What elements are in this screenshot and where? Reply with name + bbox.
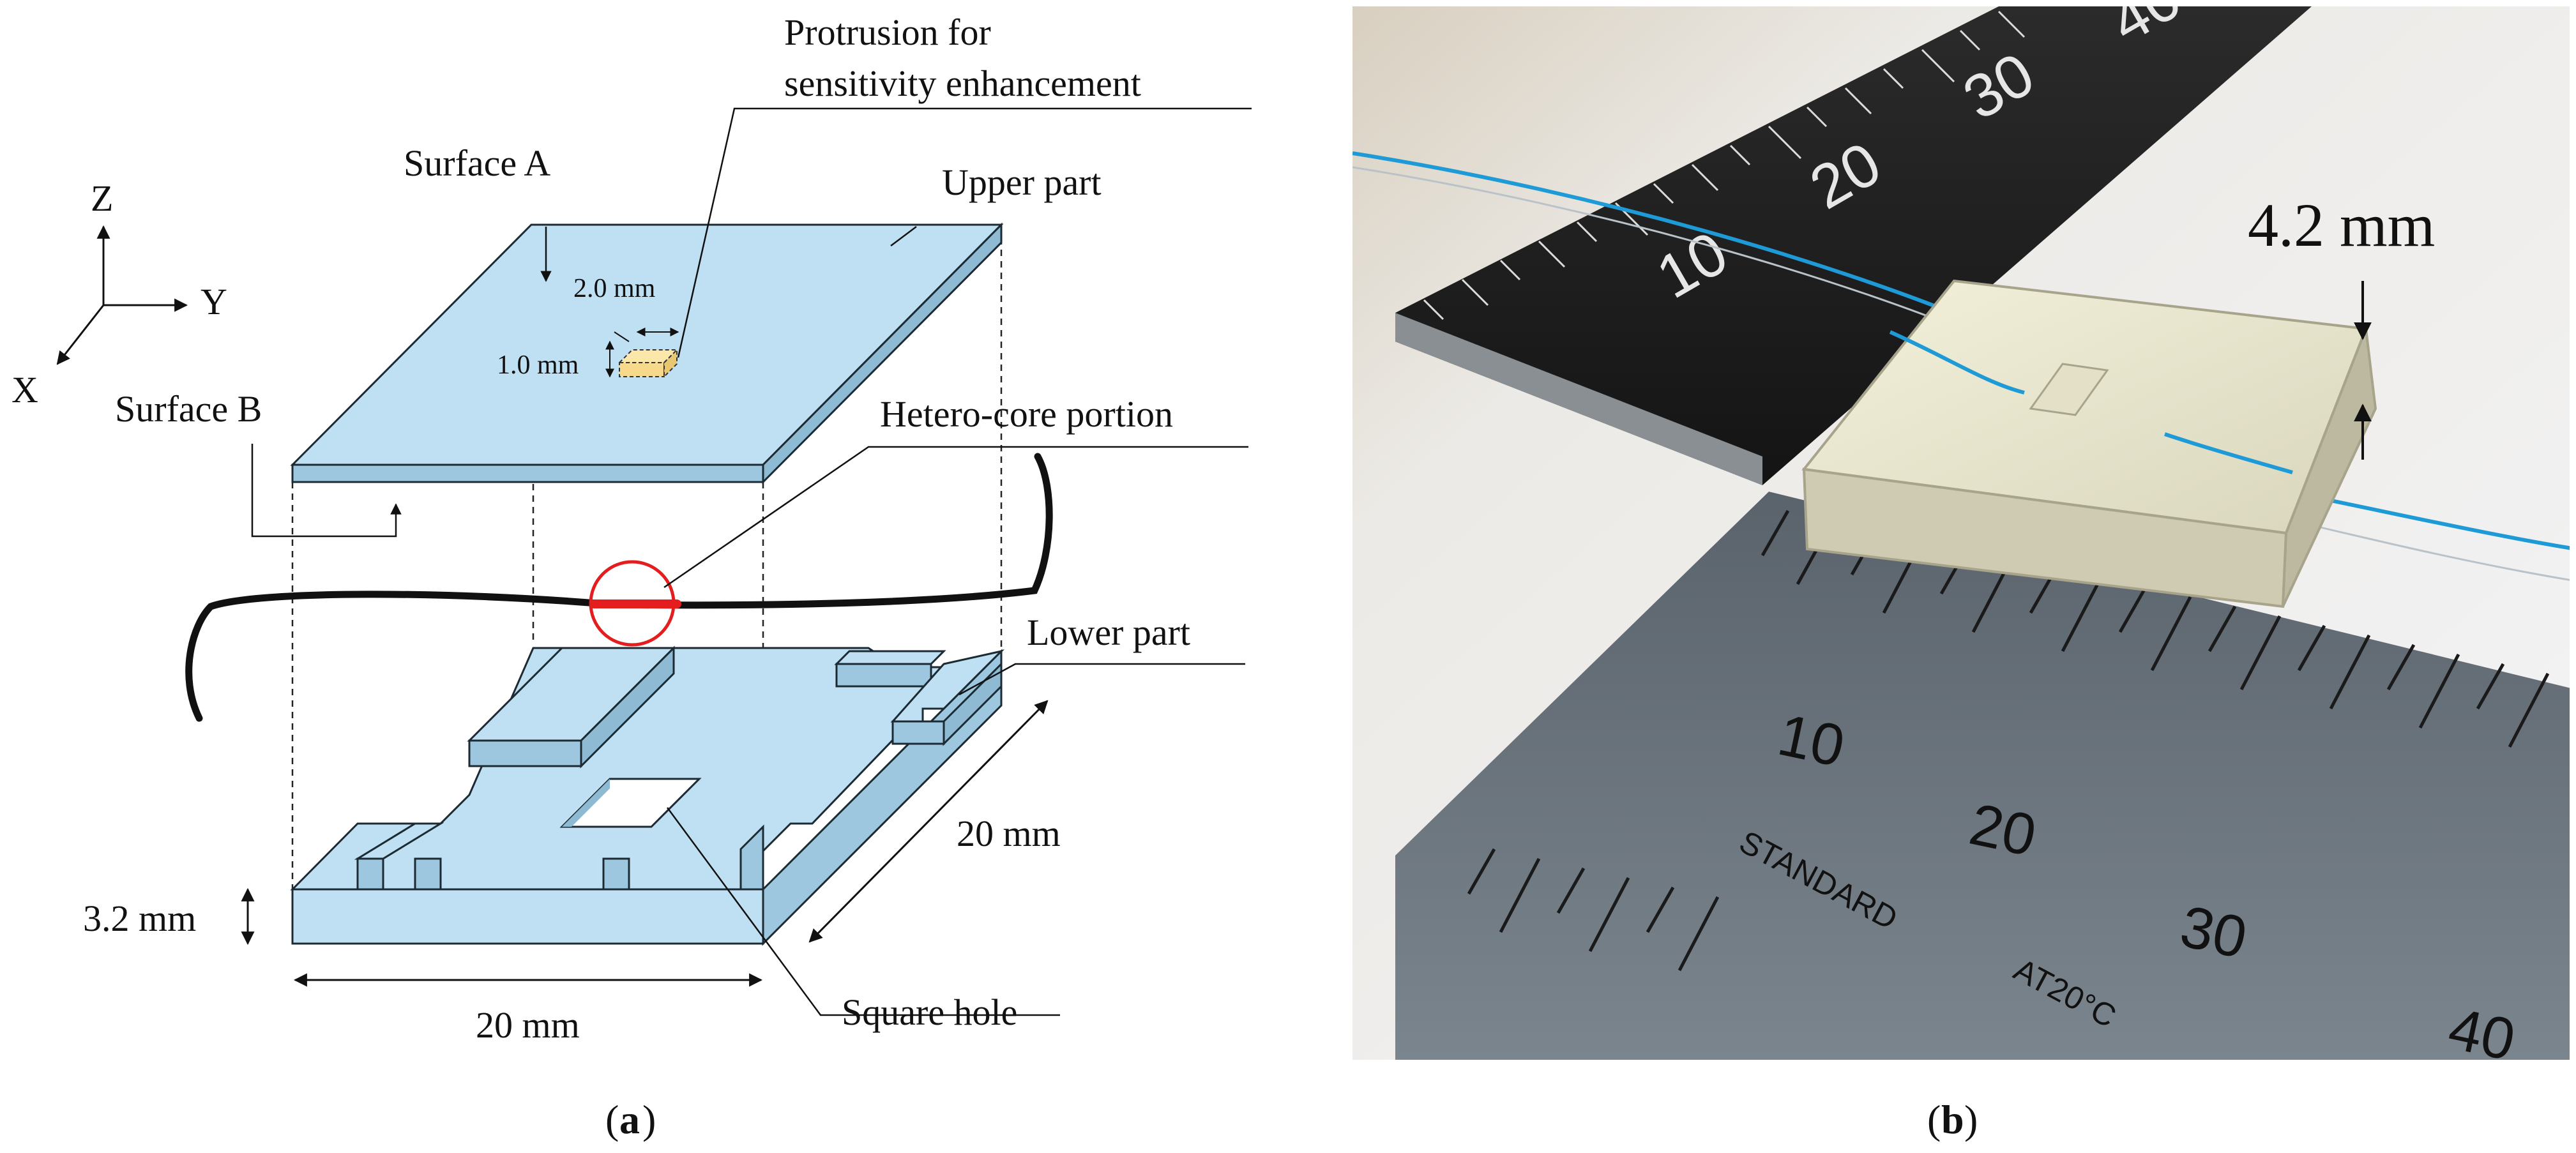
square-hole-label: Square hole — [842, 991, 1017, 1033]
ruler-bottom-10: 10 — [1773, 702, 1850, 780]
protrusion-block — [617, 348, 679, 379]
caption-b: ( b ) — [1927, 1097, 1978, 1142]
axis-indicator: Z Y X — [11, 177, 227, 411]
surface-a-label: Surface A — [404, 142, 550, 184]
panel-b-photo: 10 20 30 40 — [1352, 6, 2570, 1142]
hetero-core-circle — [589, 560, 676, 647]
projection-lines — [291, 227, 1003, 891]
caption-a-letter: a — [619, 1097, 640, 1142]
protrusion-dimensions — [605, 328, 679, 378]
protrusion-width-label: 2.0 mm — [573, 274, 656, 303]
ruler-bottom-20: 20 — [1964, 792, 2042, 869]
protrusion-height-label: 1.0 mm — [497, 350, 579, 380]
caption-a-close: ) — [642, 1097, 656, 1142]
protrusion-label-line1: Protrusion for — [784, 11, 991, 53]
height-label: 4.2 mm — [2248, 191, 2435, 259]
caption-b-close: ) — [1964, 1097, 1978, 1142]
caption-b-open: ( — [1927, 1097, 1941, 1142]
caption-a-open: ( — [605, 1097, 619, 1142]
axis-z-label: Z — [91, 177, 113, 219]
axis-y-label: Y — [201, 281, 227, 322]
optical-fiber — [185, 453, 1053, 722]
panel-a-diagram: Z Y X — [11, 11, 1252, 1142]
surface-b-label: Surface B — [115, 388, 262, 430]
ruler-bottom: 10 20 30 40 STANDARD AT20°C — [1395, 492, 2570, 1073]
ruler-top: 10 20 30 40 — [1395, 6, 2312, 485]
upper-part — [290, 222, 1004, 485]
axis-x-label: X — [11, 369, 38, 411]
ruler-bottom-30: 30 — [2175, 894, 2252, 971]
ruler-bottom-40: 40 — [2443, 996, 2520, 1073]
thickness-label: 3.2 mm — [83, 898, 196, 939]
lower-part — [290, 645, 1004, 946]
depth-label: 20 mm — [957, 813, 1061, 854]
width-label: 20 mm — [476, 1004, 580, 1046]
leader-lines — [251, 107, 1252, 1016]
upper-part-label: Upper part — [942, 162, 1102, 203]
lower-part-label: Lower part — [1027, 612, 1190, 653]
protrusion-label-line2: sensitivity enhancement — [784, 63, 1141, 104]
caption-b-letter: b — [1941, 1097, 1964, 1142]
caption-a: ( a ) — [605, 1097, 656, 1142]
hetero-core-label: Hetero-core portion — [880, 393, 1173, 435]
sensor-block — [1801, 279, 2377, 608]
overall-dimensions — [241, 700, 1049, 987]
